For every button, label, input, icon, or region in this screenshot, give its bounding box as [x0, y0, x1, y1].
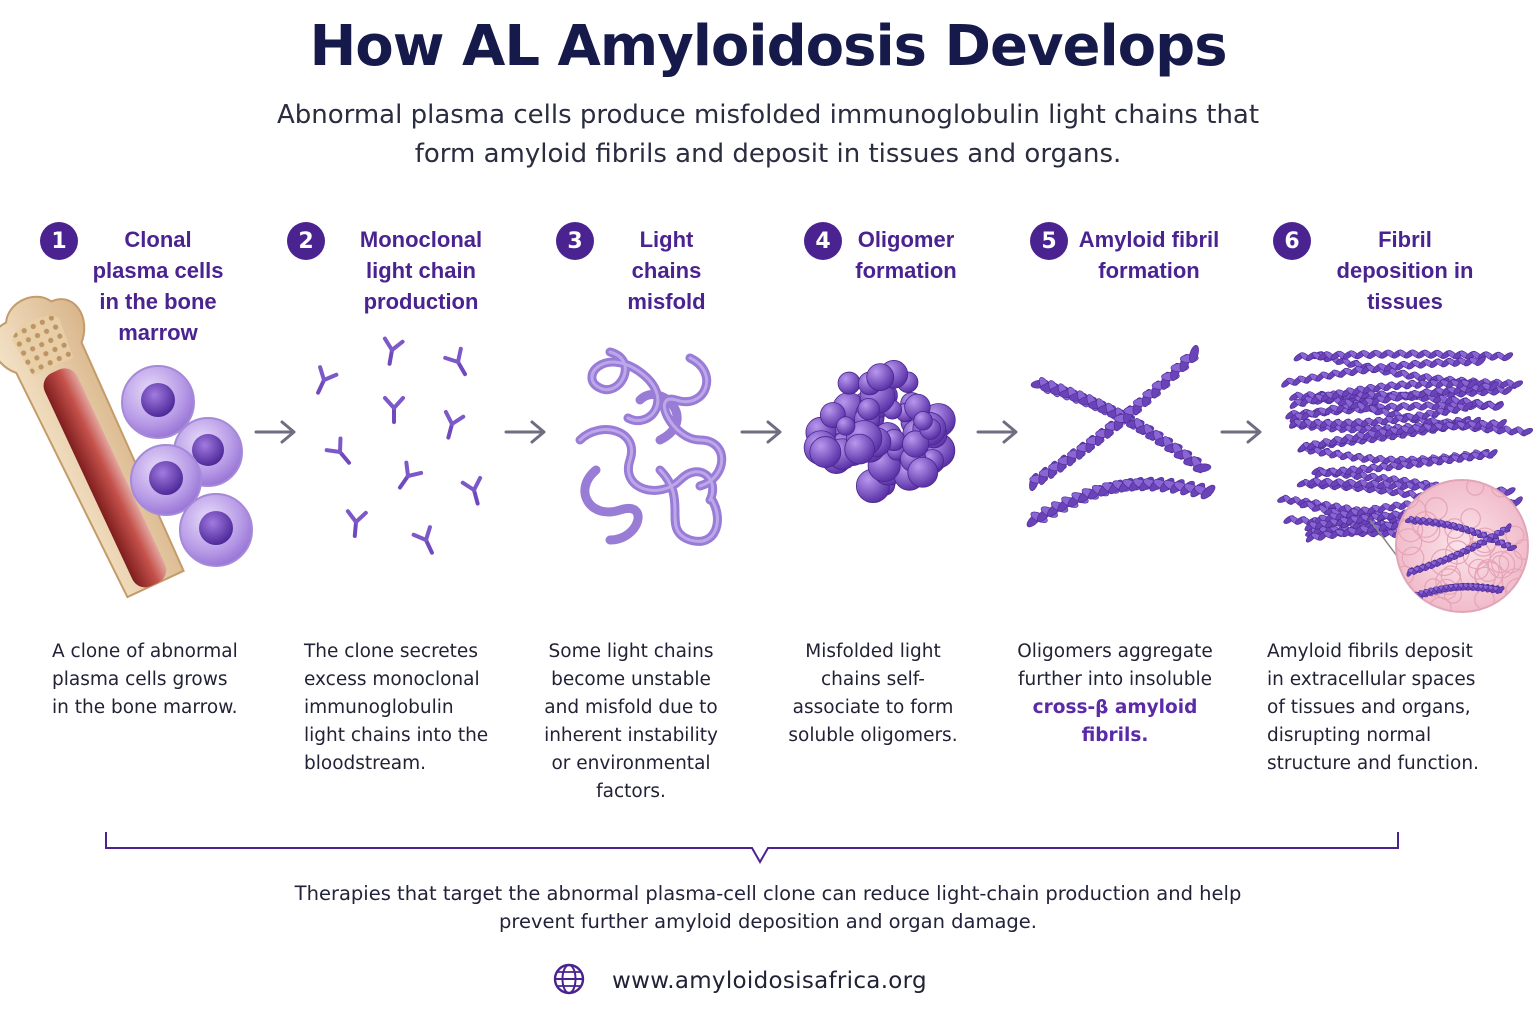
step-4-number: 4	[804, 222, 842, 260]
step-4-header: 4 Oligomer formation	[804, 222, 960, 286]
step-2-title: Monoclonal light chain production	[359, 227, 483, 314]
step-4-title: Oligomer formation	[855, 227, 957, 283]
step-2-header: 2 Monoclonal light chain production	[287, 222, 507, 317]
step-4-description: Misfolded light chains self-associate to…	[788, 641, 958, 746]
step-3-header: 3 Light chains misfold	[556, 222, 729, 317]
step-2-description: The clone secretes excess monoclonal imm…	[304, 641, 489, 774]
step-3-number: 3	[556, 222, 594, 260]
website-url: www.amyloidosisafrica.org	[612, 968, 927, 994]
step-5-number: 5	[1030, 222, 1068, 260]
step-6-header: 6 Fibril deposition in tissues	[1273, 222, 1489, 317]
step-1-number: 1	[40, 222, 78, 260]
step-3-description: Some light chains become unstable and mi…	[544, 641, 718, 802]
step-5-title: Amyloid fibril formation	[1078, 227, 1220, 283]
bone-marrow-plasma-cells-icon	[0, 295, 253, 599]
amyloid-fibril-icon	[1026, 344, 1216, 528]
step-3-title: Light chains misfold	[627, 227, 706, 314]
light-chains-icon	[307, 336, 489, 559]
step-1-header: 1 Clonal plasma cells in the bone marrow	[40, 222, 228, 348]
tissue-deposition-icon	[1277, 349, 1534, 613]
summary-bracket	[105, 832, 1399, 865]
step-5-description: Oligomers aggregate further into insolub…	[1016, 638, 1214, 750]
step-5-description-text: Oligomers aggregate further into insolub…	[1017, 641, 1213, 690]
step-6-number: 6	[1273, 222, 1311, 260]
page-title: How AL Amyloidosis Develops	[309, 14, 1227, 79]
page-subtitle: Abnormal plasma cells produce misfolded …	[276, 100, 1260, 169]
globe-icon	[552, 962, 586, 1000]
arrow-icon	[254, 420, 1262, 444]
website-link[interactable]: www.amyloidosisafrica.org	[552, 962, 927, 1000]
step-5-header: 5 Amyloid fibril formation	[1030, 222, 1220, 286]
step-6-title: Fibril deposition in tissues	[1336, 227, 1474, 314]
step-5-description-highlight: cross-β amyloid fibrils.	[1032, 697, 1198, 746]
step-2-number: 2	[287, 222, 325, 260]
step-6-description: Amyloid fibrils deposit in extracellular…	[1267, 641, 1479, 774]
step-1-description: A clone of abnormal plasma cells grows i…	[52, 641, 238, 718]
step-1-title: Clonal plasma cells in the bone marrow	[92, 227, 224, 345]
therapy-note: Therapies that target the abnormal plasm…	[294, 882, 1242, 933]
oligomer-icon	[803, 360, 956, 503]
misfolded-chains-icon	[575, 347, 727, 546]
